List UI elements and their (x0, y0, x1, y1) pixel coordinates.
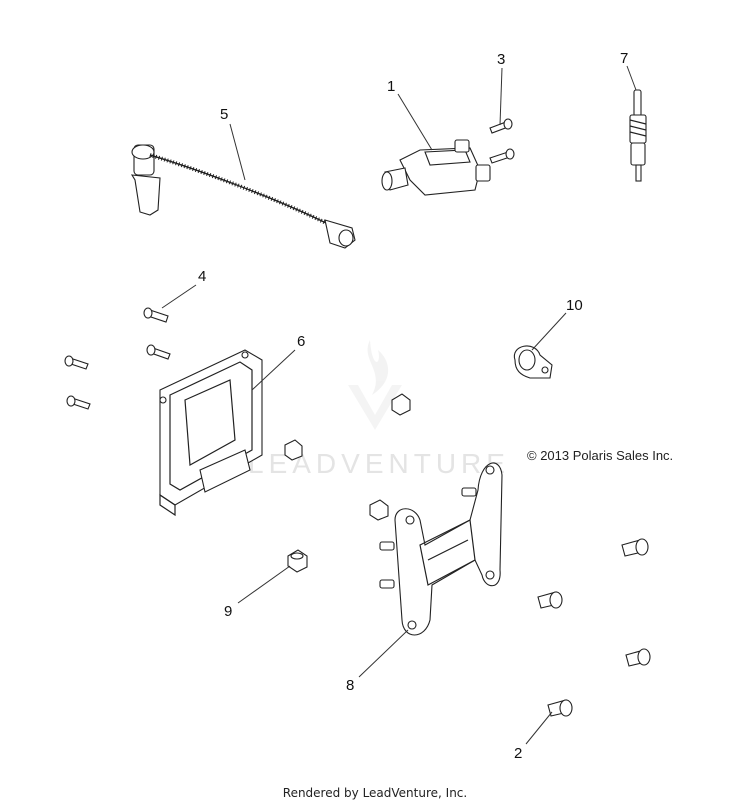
footer-credit: Rendered by LeadVenture, Inc. (282, 786, 468, 800)
callout-2: 2 (514, 745, 523, 762)
callout-1: 1 (387, 78, 396, 95)
part-5-spark-plug-wire (130, 144, 356, 249)
leader-lines (161, 65, 637, 745)
part-9-nut (287, 549, 308, 573)
callout-10: 10 (566, 297, 583, 314)
copyright-notice: © 2013 Polaris Sales Inc. (527, 448, 674, 463)
part-3-screws (489, 118, 515, 164)
callout-5: 5 (220, 106, 229, 123)
callout-7: 7 (620, 50, 629, 67)
callout-9: 9 (224, 603, 233, 620)
part-1-ignition-coil (381, 139, 491, 196)
part-7-spark-plug (629, 89, 647, 182)
part-8-bracket (379, 462, 503, 636)
watermark-logo-icon (348, 340, 402, 430)
nuts (284, 393, 411, 521)
callout-4: 4 (198, 268, 207, 285)
callout-3: 3 (497, 51, 506, 68)
part-10-clamp (513, 345, 553, 379)
callout-8: 8 (346, 677, 355, 694)
part-2-screws (537, 538, 651, 717)
part-6-ecu (159, 349, 263, 517)
part-4-screws (64, 307, 171, 410)
callout-6: 6 (297, 333, 306, 350)
